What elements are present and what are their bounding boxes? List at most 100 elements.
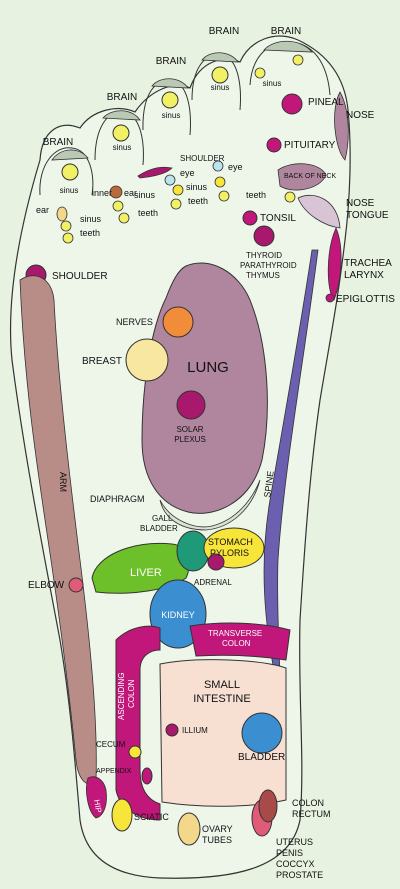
label-nose-tongue-1: NOSE (346, 198, 375, 209)
eye-dot-4 (214, 176, 226, 188)
inner-ear-dot (109, 185, 123, 199)
label-teeth-3: teeth (188, 196, 208, 206)
label-epiglottis: EPIGLOTTIS (336, 294, 395, 305)
label-intestine: INTESTINE (193, 693, 250, 705)
label-sciatic: SCIATIC (134, 812, 169, 822)
label-ear-2: ear (36, 205, 49, 215)
label-sinus-5: sinus (263, 79, 282, 88)
label-breast: BREAST (82, 356, 122, 367)
label-transverse-colon: COLON (222, 639, 251, 648)
epiglottis-dot (325, 293, 335, 303)
sinus-dot-toe-3 (161, 91, 179, 109)
label-brain-5: BRAIN (271, 26, 302, 37)
labels-group: BRAIN BRAIN BRAIN BRAIN BRAIN sinus sinu… (28, 26, 395, 880)
label-spine: SPINE (262, 470, 276, 498)
label-teeth-1: teeth (80, 228, 100, 238)
diaphragm-area (159, 479, 261, 531)
label-colon-rectum-1: COLON (292, 798, 324, 808)
small-intestine-area (159, 659, 287, 807)
back-of-neck-area (277, 163, 327, 191)
tonsil-dot (242, 210, 258, 226)
label-diaphragm: DIAPHRAGM (90, 494, 145, 504)
label-hip: HIP (92, 799, 103, 814)
label-parathyroid: PARATHYROID (240, 261, 297, 270)
teeth-dot-2 (62, 232, 74, 244)
toe-1-outline (39, 147, 94, 196)
adrenal-dot (207, 553, 225, 571)
teeth-dot-6 (218, 190, 230, 202)
brain-area-toe-2 (102, 110, 141, 121)
label-thymus: THYMUS (246, 271, 280, 280)
sinus-dot-toe-2 (112, 124, 130, 142)
appendix-dot (141, 767, 153, 785)
teeth-dot-5 (170, 198, 182, 210)
label-ascending: ASCENDING (117, 672, 126, 720)
label-teeth-4: teeth (246, 190, 266, 200)
label-eye-2: eye (228, 162, 243, 172)
label-shoulder: SHOULDER (52, 271, 108, 282)
brain-area-toe-1 (51, 149, 89, 161)
label-sinus-small-2: sinus (134, 190, 156, 200)
breast-dot (125, 338, 169, 382)
label-sinus-1: sinus (60, 186, 79, 195)
hip-strip (86, 776, 107, 819)
label-brain-4: BRAIN (209, 26, 240, 37)
label-plexus: PLEXUS (174, 435, 206, 444)
label-shoulder-top: SHOULDER (180, 154, 225, 163)
illium-dot (165, 723, 179, 737)
teeth-dot-4 (118, 212, 130, 224)
label-small: SMALL (204, 679, 240, 691)
label-nerves: NERVES (116, 317, 153, 327)
eye-dot-2 (212, 160, 224, 172)
label-kidney: KIDNEY (161, 610, 195, 620)
colon-frame (115, 625, 161, 821)
sinus-dot-toe-1 (61, 163, 79, 181)
label-pyloris: PYLORIS (210, 548, 249, 558)
label-thyroid: THYROID (246, 251, 282, 260)
sinus-dot-toe-4 (211, 66, 229, 84)
pituitary-dot (266, 137, 282, 153)
label-prostate: PROSTATE (276, 870, 323, 880)
label-brain-1: BRAIN (43, 137, 74, 148)
label-uterus: UTERUS (276, 837, 313, 847)
label-stomach: STOMACH (208, 537, 253, 547)
label-gall: GALL (152, 514, 173, 523)
shoulder-band (137, 166, 173, 179)
eye-dot-1 (164, 174, 176, 186)
teeth-dot-7 (284, 191, 296, 203)
label-nose: NOSE (346, 110, 375, 121)
nerves-dot (162, 306, 194, 338)
teeth-dot-3 (112, 200, 124, 212)
label-gall-bladder: BLADDER (140, 524, 178, 533)
label-pineal: PINEAL (308, 97, 344, 108)
pineal-dot (281, 93, 303, 115)
label-ascending-colon: COLON (127, 679, 136, 708)
sciatic-dot (111, 798, 133, 832)
label-back-of-neck: BACK OF NECK (284, 173, 336, 180)
colon-rectum-dot (258, 789, 278, 823)
label-liver: LIVER (130, 567, 162, 579)
label-sinus-3: sinus (162, 111, 181, 120)
label-brain-3: BRAIN (156, 56, 187, 67)
label-tubes: TUBES (202, 835, 232, 845)
label-solar: SOLAR (176, 425, 203, 434)
teeth-dot-1 (60, 220, 72, 232)
eye-dot-3 (172, 184, 184, 196)
label-tonsil: TONSIL (260, 213, 296, 224)
solar-plexus-dot (176, 390, 206, 420)
sinus-dot-toe-5b (292, 54, 304, 66)
label-colon-rectum-2: RECTUM (292, 809, 331, 819)
elbow-dot (68, 577, 84, 593)
label-appendix: APPENDIX (96, 768, 132, 775)
ovary-tubes-dot (177, 812, 201, 846)
label-trachea: TRACHEA (344, 258, 392, 269)
label-ovary: OVARY (202, 824, 233, 834)
label-bladder: BLADDER (238, 752, 285, 763)
label-eye-1: eye (180, 168, 195, 178)
label-coccyx: COCCYX (276, 859, 315, 869)
label-inner: inner (92, 188, 112, 198)
label-larynx: LARYNX (344, 270, 384, 281)
label-cecum: CECUM (96, 740, 126, 749)
thyroid-dot (253, 225, 275, 247)
